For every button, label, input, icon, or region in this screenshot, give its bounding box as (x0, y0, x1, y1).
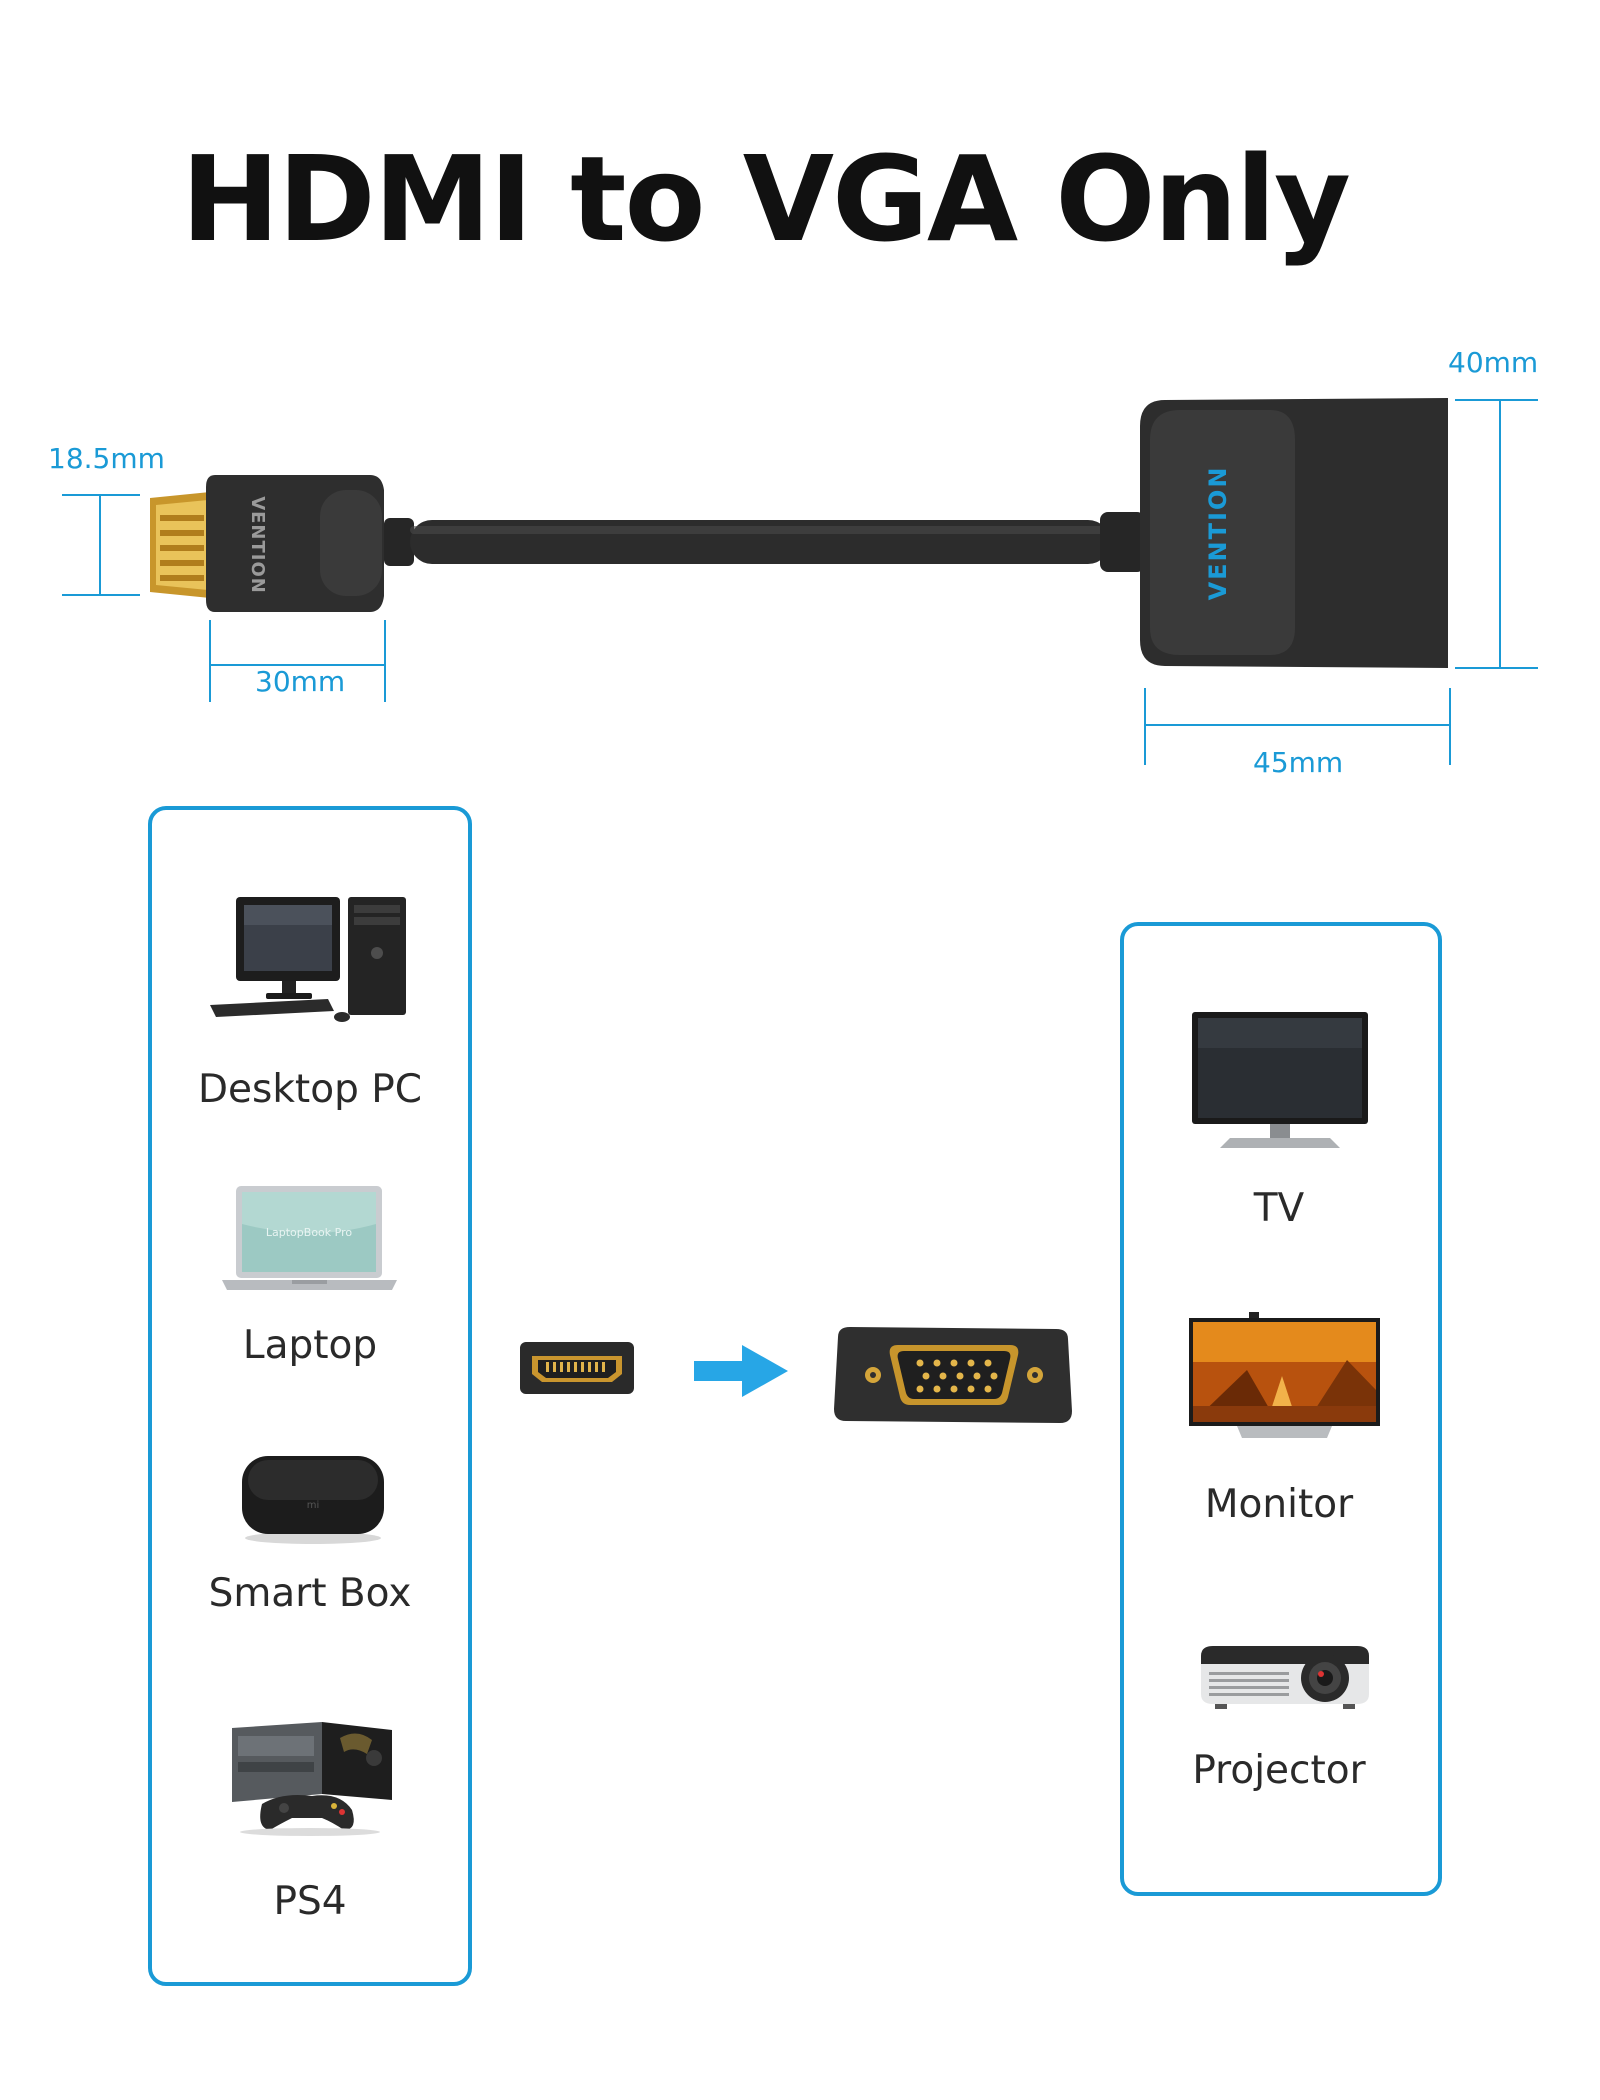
source-label-desktop-pc: Desktop PC (198, 1067, 422, 1112)
source-label-smart-box: Smart Box (208, 1571, 412, 1616)
hdmi-height-label: 18.5mm (48, 442, 165, 475)
laptop-screen-text: LaptopBook Pro (266, 1226, 352, 1239)
source-label-laptop: Laptop (242, 1323, 378, 1368)
source-devices-panel (148, 806, 472, 1986)
hdmi-plug-tip (150, 492, 210, 598)
desktop-pc-icon (210, 897, 406, 1022)
source-label-ps4: PS4 (273, 1879, 347, 1924)
hdmi-brand-text: VENTION (247, 496, 268, 594)
display-devices-panel (1120, 922, 1442, 1896)
tv-icon (1192, 1012, 1368, 1148)
page-title: HDMI to VGA Only (181, 130, 1351, 268)
smartbox-brand-text: mi (307, 1500, 320, 1511)
display-label-projector: Projector (1192, 1748, 1366, 1793)
hdmi-length-label: 30mm (255, 665, 346, 698)
game-console-icon (232, 1722, 392, 1836)
vga-brand-text: VENTION (1204, 466, 1232, 601)
vga-height-label: 40mm (1448, 346, 1539, 379)
vga-width-dimension (1144, 688, 1451, 765)
monitor-icon (1189, 1312, 1380, 1438)
smart-box-icon: mi (242, 1456, 384, 1544)
display-label-tv: TV (1253, 1186, 1305, 1231)
vga-width-label: 45mm (1253, 746, 1344, 779)
hdmi-plug-body (206, 475, 414, 612)
vga-height-dimension (1455, 399, 1538, 669)
arrow-right-icon (694, 1345, 788, 1397)
projector-icon (1201, 1646, 1369, 1709)
hdmi-height-dimension (62, 494, 140, 596)
hdmi-port-icon (520, 1342, 634, 1394)
display-label-monitor: Monitor (1204, 1482, 1354, 1527)
laptop-icon: LaptopBook Pro (222, 1186, 397, 1290)
hdmi-length-dimension (209, 620, 386, 702)
vga-adapter-body (1140, 398, 1448, 668)
vga-port-icon (834, 1327, 1072, 1423)
adapter-diagram: VENTION VENTION (62, 398, 1538, 765)
